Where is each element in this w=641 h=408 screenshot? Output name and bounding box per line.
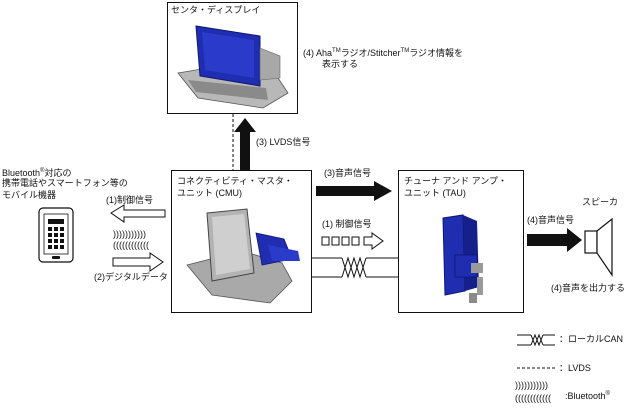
speaker-title: スピーカ xyxy=(582,197,619,207)
bluetooth-waves-bottom: (((((((((((( xyxy=(113,240,149,250)
phone-label-line1: Bluetooth®対応の xyxy=(2,168,72,178)
bluetooth-waves-top: ))))))))))) xyxy=(113,229,146,239)
lvds-signal-label: (3) LVDS信号 xyxy=(256,137,311,147)
local-can-link xyxy=(312,256,398,279)
center-display-box: センタ・ディスプレイ xyxy=(167,2,298,114)
digital-data-arrow xyxy=(112,252,164,272)
legend-bluetooth-label: :Bluetooth® xyxy=(565,391,610,401)
tau-title-line2: ユニット (TAU) xyxy=(404,188,466,198)
legend-bluetooth-waves-bottom: (((((((((((( xyxy=(515,393,551,403)
cmu-title-line1: コネクティビティ・マスタ・ xyxy=(177,176,293,186)
phone-control-signal-label: (1)制御信号 xyxy=(106,195,153,205)
control-signal-arrow xyxy=(321,232,384,250)
tau-box: チューナ アンド アンプ・ ユニット (TAU) xyxy=(398,170,524,313)
audio-arrow-tau-speaker xyxy=(527,228,582,252)
lvds-arrow xyxy=(234,118,256,170)
digital-data-label: (2)デジタルデータ xyxy=(94,272,168,282)
tau-illustration xyxy=(442,214,483,303)
display-note-line1: (4) AhaTMラジオ/StitcherTMラジオ情報を xyxy=(303,48,464,58)
phone-label-line2: 携帯電話やスマートフォン等の xyxy=(2,178,128,188)
legend-can-label: ：ローカルCAN xyxy=(559,334,624,344)
legend-bluetooth-waves-top: ))))))))))) xyxy=(515,380,548,390)
legend-can-symbol xyxy=(517,333,555,347)
cmu-box: コネクティビティ・マスタ・ ユニット (CMU) xyxy=(171,170,312,313)
tau-title-line1: チューナ アンド アンプ・ xyxy=(404,176,508,186)
control-signal-cmu-tau-label: (1) 制御信号 xyxy=(322,219,372,229)
mobile-phone-icon xyxy=(38,207,74,263)
audio-arrow-cmu-tau xyxy=(316,181,392,201)
center-display-illustration xyxy=(177,25,289,109)
audio-signal-tau-speaker-label: (4)音声信号 xyxy=(527,215,574,225)
display-note-line2: 表示する xyxy=(322,59,359,69)
audio-signal-cmu-tau-label: (3)音声信号 xyxy=(324,168,371,178)
speaker-icon xyxy=(584,217,613,277)
cmu-title-line2: ユニット (CMU) xyxy=(177,188,242,198)
speaker-output-note: (4)音声を出力する xyxy=(551,283,625,293)
phone-label-line3: モバイル機器 xyxy=(2,190,57,200)
legend-lvds-label: ：LVDS xyxy=(559,363,591,373)
cmu-illustration xyxy=(186,208,300,304)
phone-control-arrow xyxy=(110,204,166,223)
center-display-title: センタ・ディスプレイ xyxy=(171,5,261,15)
